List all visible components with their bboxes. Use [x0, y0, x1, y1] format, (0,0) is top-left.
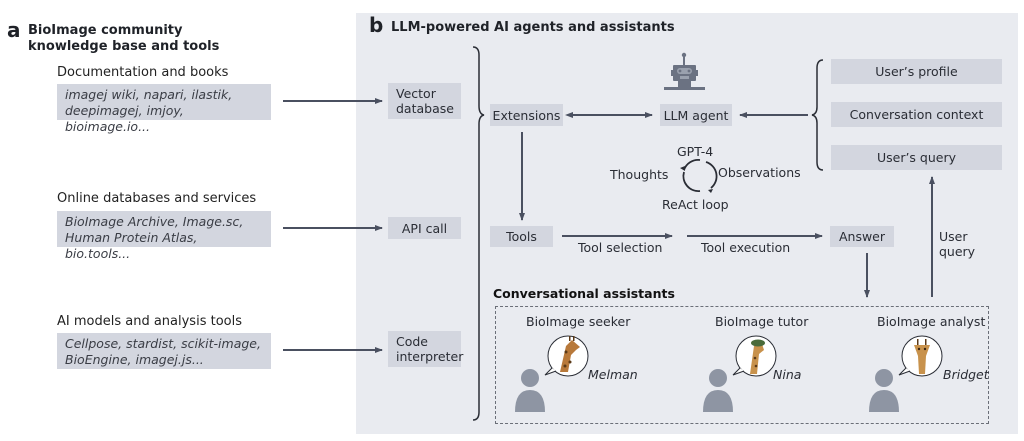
source-label-databases: Online databases and services — [57, 191, 257, 206]
node-tools: Tools — [490, 226, 553, 247]
source-databases-line1: BioImage Archive, Image.sc, — [65, 214, 244, 229]
code-interp-line2: interpreter — [396, 349, 464, 364]
assistant-name-nina: Nina — [773, 367, 802, 382]
panel-b-letter: b — [369, 13, 384, 37]
panel-a-title-line1: BioImage community — [28, 23, 183, 38]
source-box-databases: BioImage Archive, Image.sc, Human Protei… — [57, 211, 271, 261]
node-api-call: API call — [388, 217, 461, 239]
person-icon-seeker — [515, 369, 545, 412]
code-interp-line1: Code — [396, 334, 429, 349]
user-query-line1: User — [939, 229, 968, 244]
vector-db-line2: database — [396, 101, 454, 116]
assistant-role-analyst: BioImage analyst — [877, 314, 986, 329]
node-code-interpreter: Code interpreter — [388, 331, 464, 367]
panel-a-title: BioImage community knowledge base and to… — [28, 23, 219, 55]
assistant-name-bridget: Bridget — [943, 367, 989, 382]
assistant-role-tutor: BioImage tutor — [715, 314, 809, 329]
person-icon-tutor — [703, 369, 733, 412]
brace-context — [811, 59, 824, 171]
panel-a-letter: a — [7, 18, 21, 42]
user-query-label: User query — [939, 229, 975, 259]
source-box-ai-models: Cellpose, stardist, scikit-image, BioEng… — [57, 333, 271, 369]
source-ai-models-line1: Cellpose, stardist, scikit-image, — [65, 336, 261, 351]
loop-observations-label: Observations — [718, 165, 801, 180]
brace-interfaces — [472, 46, 485, 421]
assistant-role-seeker: BioImage seeker — [526, 314, 631, 329]
node-llm-agent: LLM agent — [660, 104, 732, 126]
source-docs-line2: deepimagej, imjoy, bioimage.io... — [65, 103, 184, 134]
source-databases-line2: Human Protein Atlas, bio.tools... — [65, 230, 198, 261]
person-icon-analyst — [869, 369, 899, 412]
assistants-title: Conversational assistants — [493, 286, 675, 301]
react-loop-icon — [680, 159, 718, 193]
panel-a-title-line2: knowledge base and tools — [28, 39, 220, 54]
node-vector-database: Vector database — [388, 83, 461, 119]
node-user-profile: User’s profile — [831, 59, 1002, 84]
tool-selection-label: Tool selection — [578, 240, 663, 255]
giraffe-bridget-icon — [914, 339, 930, 374]
loop-thoughts-label: Thoughts — [610, 167, 669, 182]
giraffe-melman-icon — [560, 336, 580, 372]
source-label-docs: Documentation and books — [57, 65, 229, 80]
source-box-docs: imagej wiki, napari, ilastik, deepimagej… — [57, 84, 271, 134]
loop-name-label: ReAct loop — [662, 197, 729, 212]
node-user-query: User’s query — [831, 145, 1002, 170]
user-query-line2: query — [939, 244, 976, 259]
panel-b-title: LLM-powered AI agents and assistants — [391, 20, 675, 35]
node-extensions: Extensions — [490, 104, 563, 126]
node-conversation-context: Conversation context — [831, 102, 1002, 127]
vector-db-line1: Vector — [396, 86, 436, 101]
source-ai-models-line2: BioEngine, imagej.js... — [65, 352, 204, 367]
source-docs-line1: imagej wiki, napari, ilastik, — [65, 87, 233, 102]
giraffe-nina-icon — [750, 339, 765, 374]
node-answer: Answer — [830, 226, 894, 247]
robot-icon — [664, 52, 705, 90]
model-label: GPT-4 — [677, 144, 714, 159]
tool-execution-label: Tool execution — [701, 240, 791, 255]
source-label-ai-models: AI models and analysis tools — [57, 314, 242, 329]
assistant-name-melman: Melman — [588, 367, 638, 382]
assistants-container — [495, 306, 989, 424]
